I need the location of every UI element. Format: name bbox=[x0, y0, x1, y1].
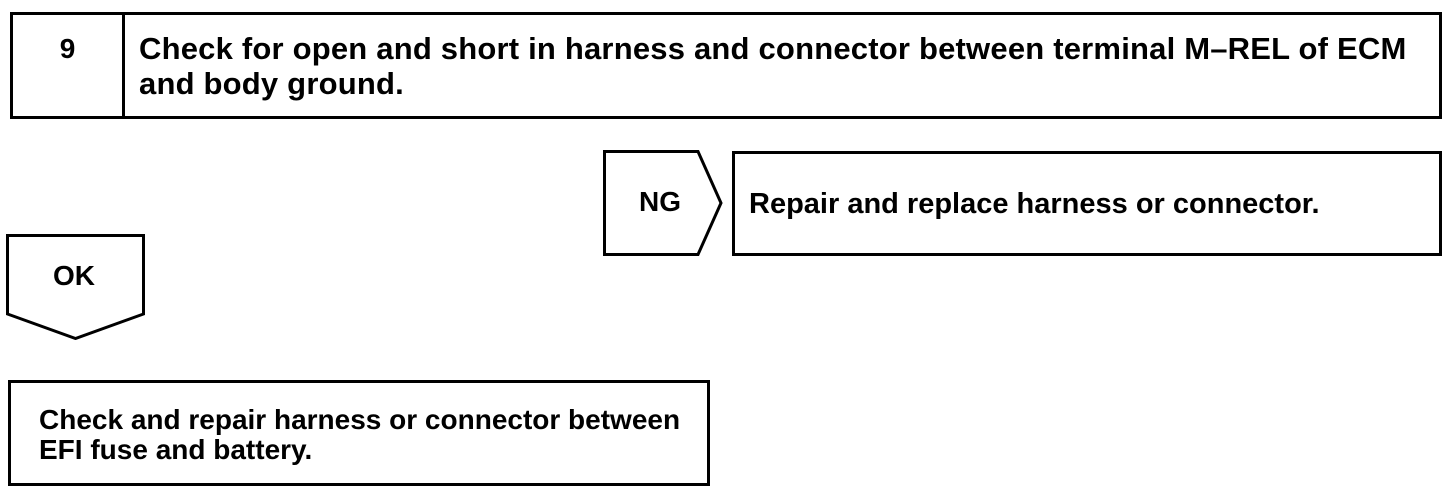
ok-arrow-shape bbox=[6, 234, 145, 340]
step-box: 9 Check for open and short in harness an… bbox=[10, 12, 1442, 119]
step-number-cell: 9 bbox=[13, 15, 125, 116]
ok-action-box: Check and repair harness or connector be… bbox=[8, 380, 710, 486]
ng-arrow-shape bbox=[603, 150, 723, 256]
step-number: 9 bbox=[59, 33, 76, 64]
ng-result-box: Repair and replace harness or connector. bbox=[732, 151, 1442, 256]
ng-label: NG bbox=[639, 186, 681, 217]
ng-result-text: Repair and replace harness or connector. bbox=[749, 188, 1320, 220]
ok-label: OK bbox=[53, 260, 95, 291]
step-title: Check for open and short in harness and … bbox=[139, 31, 1407, 101]
ok-action-text: Check and repair harness or connector be… bbox=[39, 404, 681, 465]
